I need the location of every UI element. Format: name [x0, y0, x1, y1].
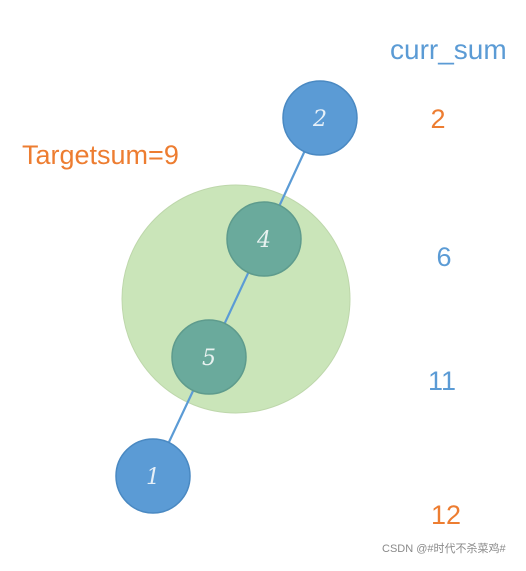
- node-value: 1: [146, 465, 160, 490]
- curr-sum-value-2: 2: [430, 104, 446, 134]
- tree-node-5: 5: [171, 319, 247, 395]
- node-value: 4: [256, 228, 271, 253]
- curr-sum-header: curr_sum: [390, 34, 507, 65]
- watermark: CSDN @#时代不杀菜鸡#: [382, 543, 506, 555]
- target-sum-label: Targetsum=9: [22, 140, 179, 170]
- node-value: 2: [312, 107, 327, 132]
- curr-sum-value-5: 11: [427, 366, 457, 396]
- curr-sum-value-4: 6: [436, 242, 452, 272]
- tree-node-2: 2: [282, 80, 358, 156]
- curr-sum-value-1: 12: [430, 500, 462, 530]
- node-value: 5: [202, 346, 216, 371]
- tree-node-1: 1: [115, 438, 191, 514]
- tree-node-4: 4: [226, 201, 302, 277]
